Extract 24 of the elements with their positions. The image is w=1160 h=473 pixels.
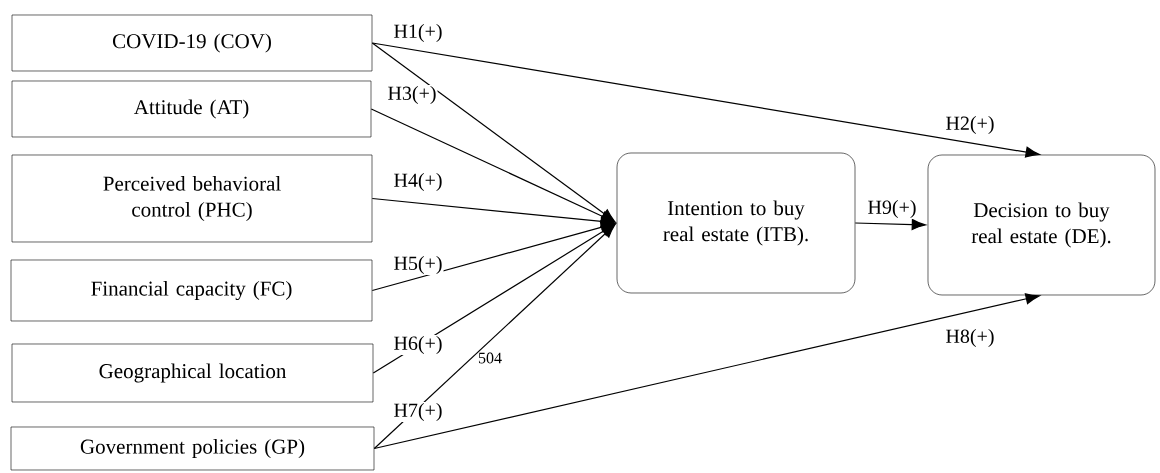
factor-box: Government policies (GP) [10, 426, 375, 471]
edge-label: H5(+) [392, 254, 444, 276]
factor-box: Financial capacity (FC) [10, 259, 373, 322]
edge-label: H9(+) [866, 198, 918, 220]
rounded-box: Intention to buy real estate (ITB). [616, 152, 856, 294]
factor-box: Geographical location [11, 343, 374, 403]
edge-label: H2(+) [944, 114, 996, 136]
edge-label: H3(+) [386, 84, 438, 106]
arrow [371, 197, 615, 227]
edge-label: H1(+) [392, 22, 444, 44]
factor-box: Attitude (AT) [11, 80, 372, 138]
arrow [371, 42, 1040, 158]
arrow [854, 219, 926, 231]
arrow [373, 224, 616, 450]
arrow [370, 108, 616, 223]
edge-label: H7(+) [392, 401, 444, 423]
factor-box: Perceived behavioral control (PHC) [11, 154, 373, 243]
arrow [373, 293, 1040, 450]
edge-label: H4(+) [392, 171, 444, 193]
edge-label: H8(+) [944, 327, 996, 349]
edge-label: H6(+) [392, 334, 444, 356]
factor-box: COVID-19 (COV) [11, 14, 373, 72]
note-label: 504 [478, 352, 502, 364]
rounded-box: Decision to buy real estate (DE). [927, 154, 1156, 296]
